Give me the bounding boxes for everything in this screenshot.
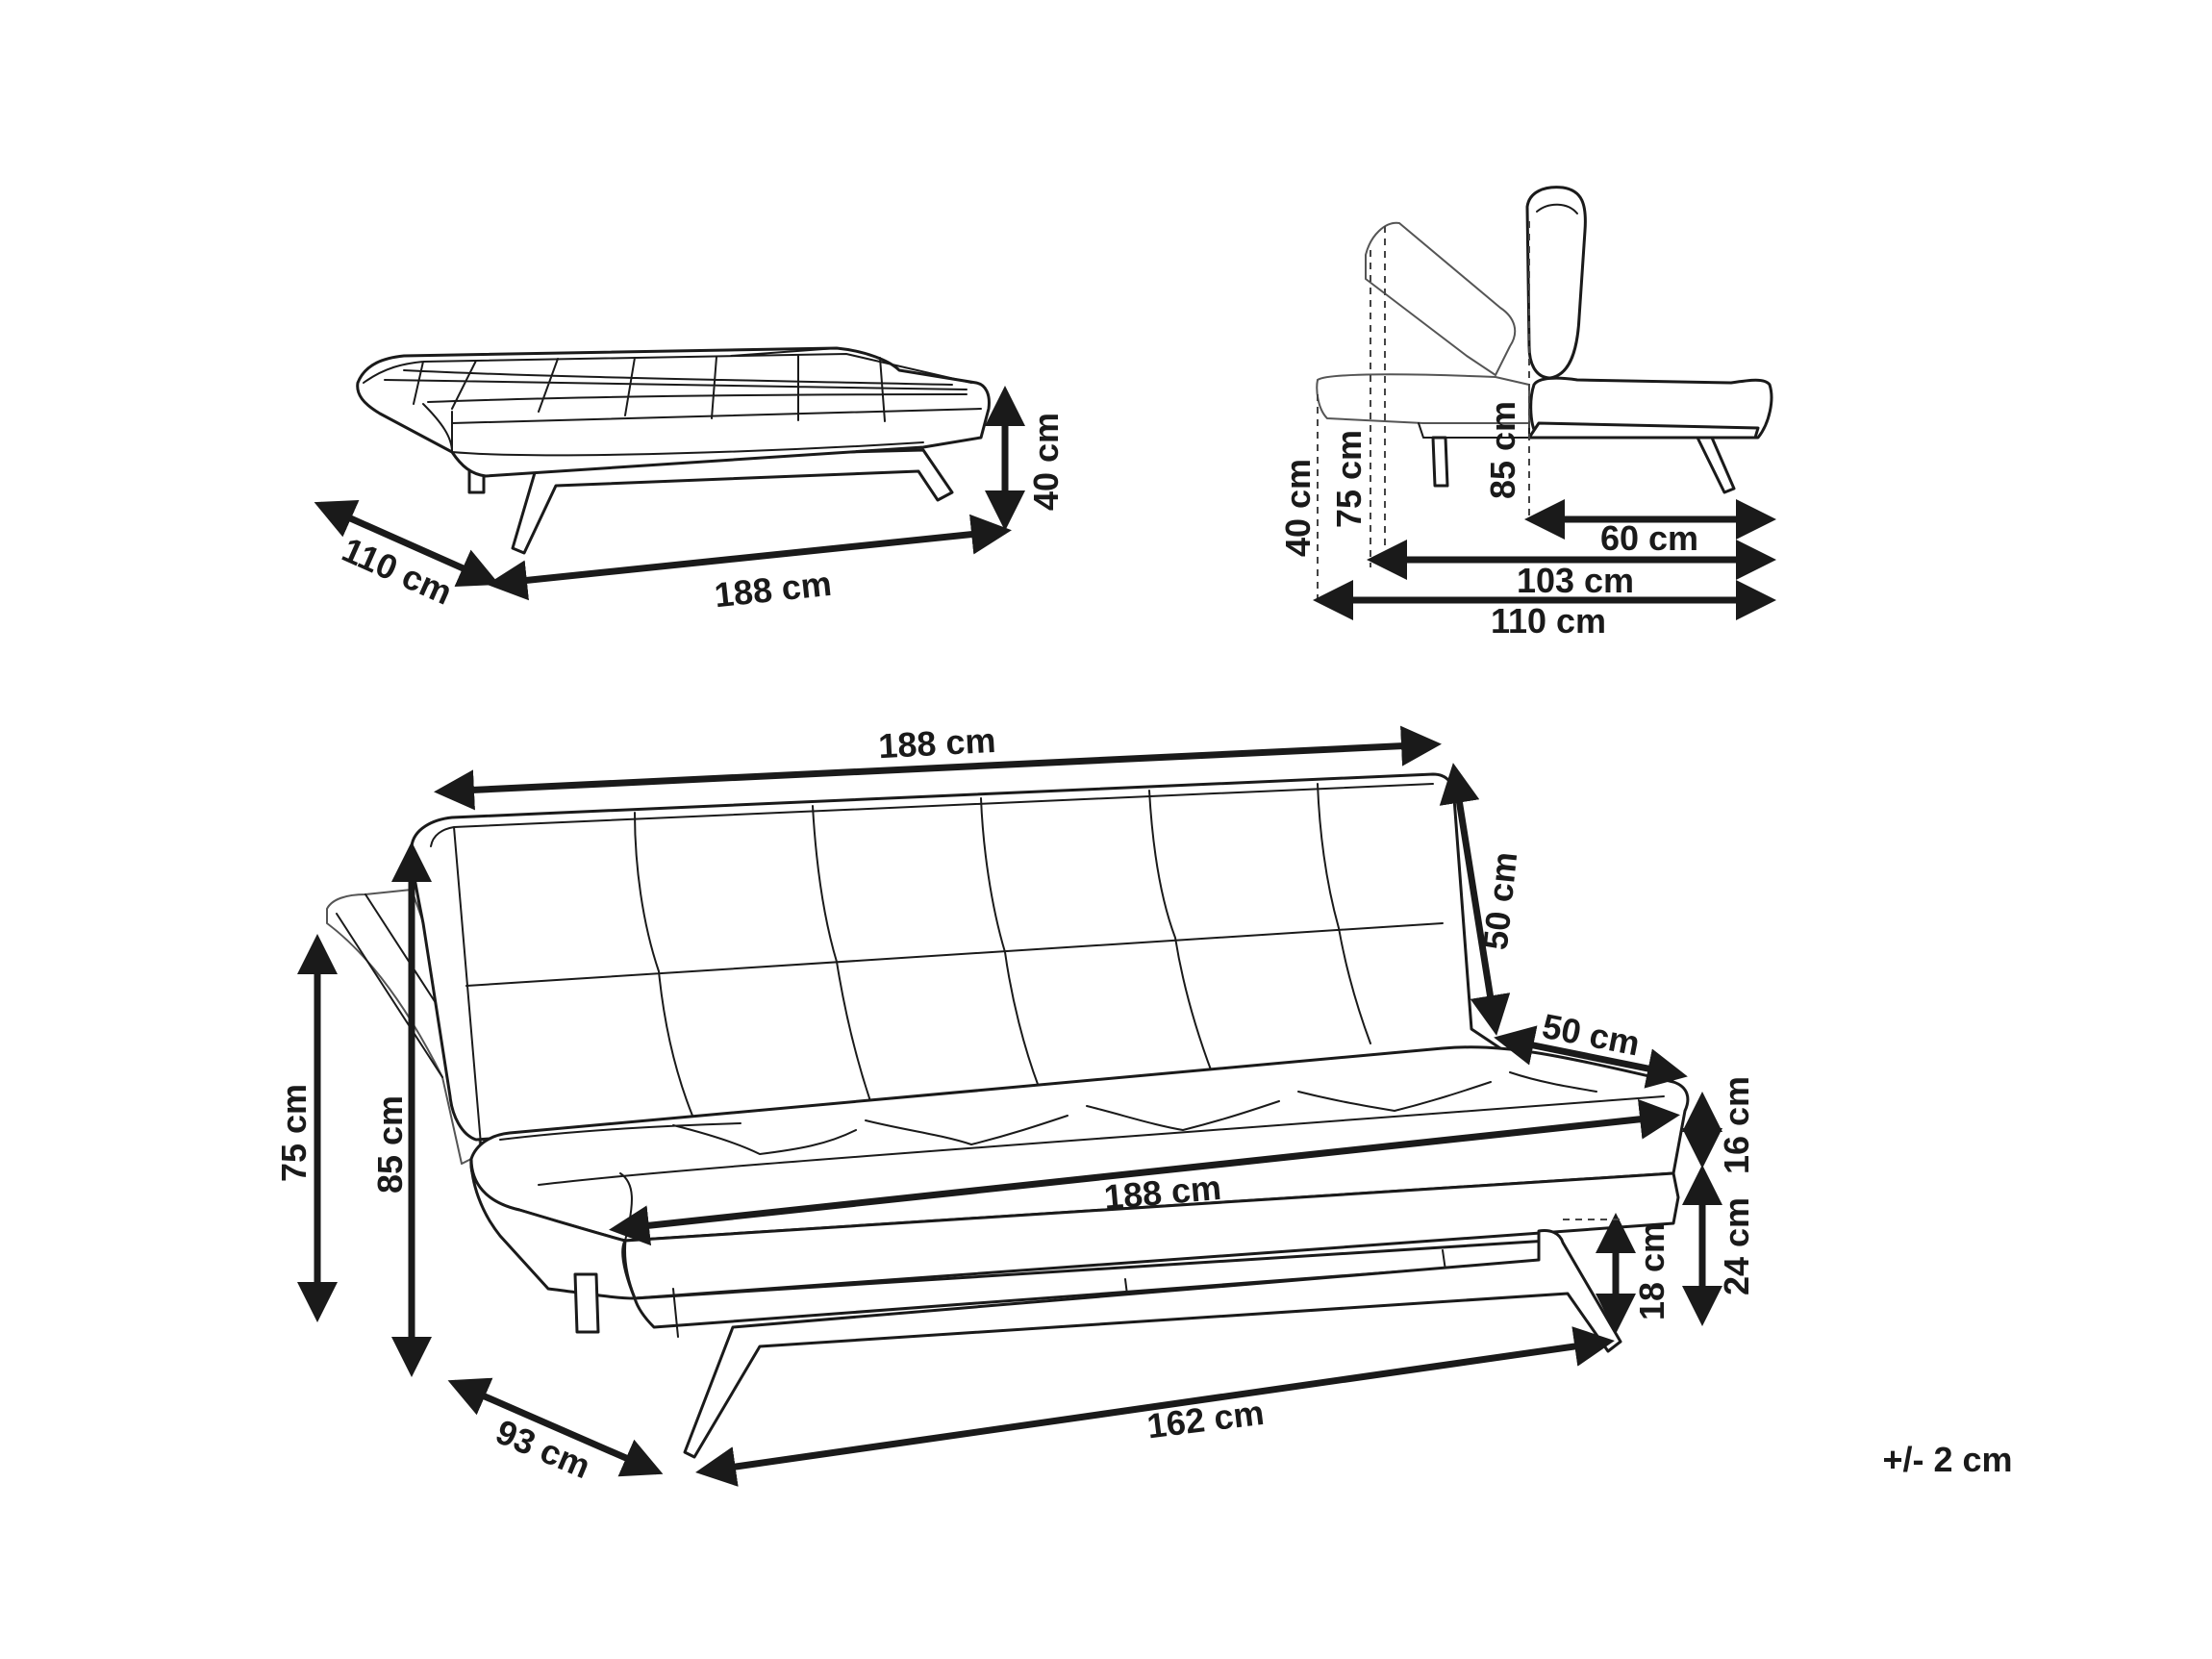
side-height-85-label: 85 cm: [1483, 401, 1522, 499]
side-height-75-label: 75 cm: [1329, 430, 1369, 528]
sofa-cushion-label: 16 cm: [1717, 1076, 1756, 1174]
side-ghost-leg: [1431, 436, 1449, 488]
bed-depth-arrow: [314, 500, 500, 587]
sofa-height-85-label: 85 cm: [370, 1095, 410, 1194]
side-height-40-label: 40 cm: [1278, 459, 1318, 557]
side-leg: [1696, 436, 1736, 494]
sofa-leg-label: 18 cm: [1632, 1222, 1672, 1320]
sofa-back-height-arrow: [1439, 763, 1511, 1036]
side-back-cap: [1536, 203, 1578, 214]
tolerance-note: +/- 2 cm: [1882, 1440, 2012, 1479]
side-seat: [1529, 376, 1773, 440]
sofa-seat-side: [469, 1157, 637, 1300]
bed-width-arrow: [487, 514, 1012, 601]
bed-top-surface: [363, 347, 972, 405]
sofa-seat-width-arrow: [609, 1098, 1680, 1246]
sofa-back-height-label: 50 cm: [1475, 850, 1524, 952]
sofa-leg-front-left: [573, 1272, 600, 1334]
side-ghost-frame: [1418, 422, 1530, 439]
sofa-top-width-label: 188 cm: [877, 720, 996, 766]
sofa-seat-depth-arrow: [1494, 1025, 1688, 1089]
sofa-seat-height-label: 24 cm: [1717, 1197, 1756, 1295]
side-reclined-back: [1365, 221, 1517, 376]
sofa-depth-93-arrow: [447, 1377, 664, 1477]
bed-width-label: 188 cm: [713, 564, 834, 616]
sofa-view: 188 cm 50 cm 50 cm 188 cm 16 cm 24 cm 18…: [274, 720, 1756, 1487]
side-110-label: 110 cm: [1491, 601, 1606, 641]
sofa-base-162-label: 162 cm: [1144, 1393, 1266, 1446]
side-upright-back: [1525, 186, 1587, 380]
side-60-label: 60 cm: [1600, 518, 1698, 558]
bed-view: 40 cm 188 cm 110 cm: [314, 346, 1066, 616]
sofa-height-75-label: 75 cm: [274, 1084, 314, 1182]
bed-height-label: 40 cm: [1026, 413, 1066, 511]
sofa-top-width-arrow: [434, 725, 1442, 811]
bed-tufting: [384, 355, 968, 457]
sofa-back-tufting: [465, 783, 1444, 1117]
side-seat-base: [1527, 421, 1760, 440]
sofa-base-162-arrow: [695, 1326, 1615, 1487]
side-103-label: 103 cm: [1517, 561, 1634, 600]
side-view: 85 cm 75 cm 40 cm 60 cm 103 cm 110 cm: [1278, 186, 1776, 641]
bed-edge: [422, 403, 982, 453]
